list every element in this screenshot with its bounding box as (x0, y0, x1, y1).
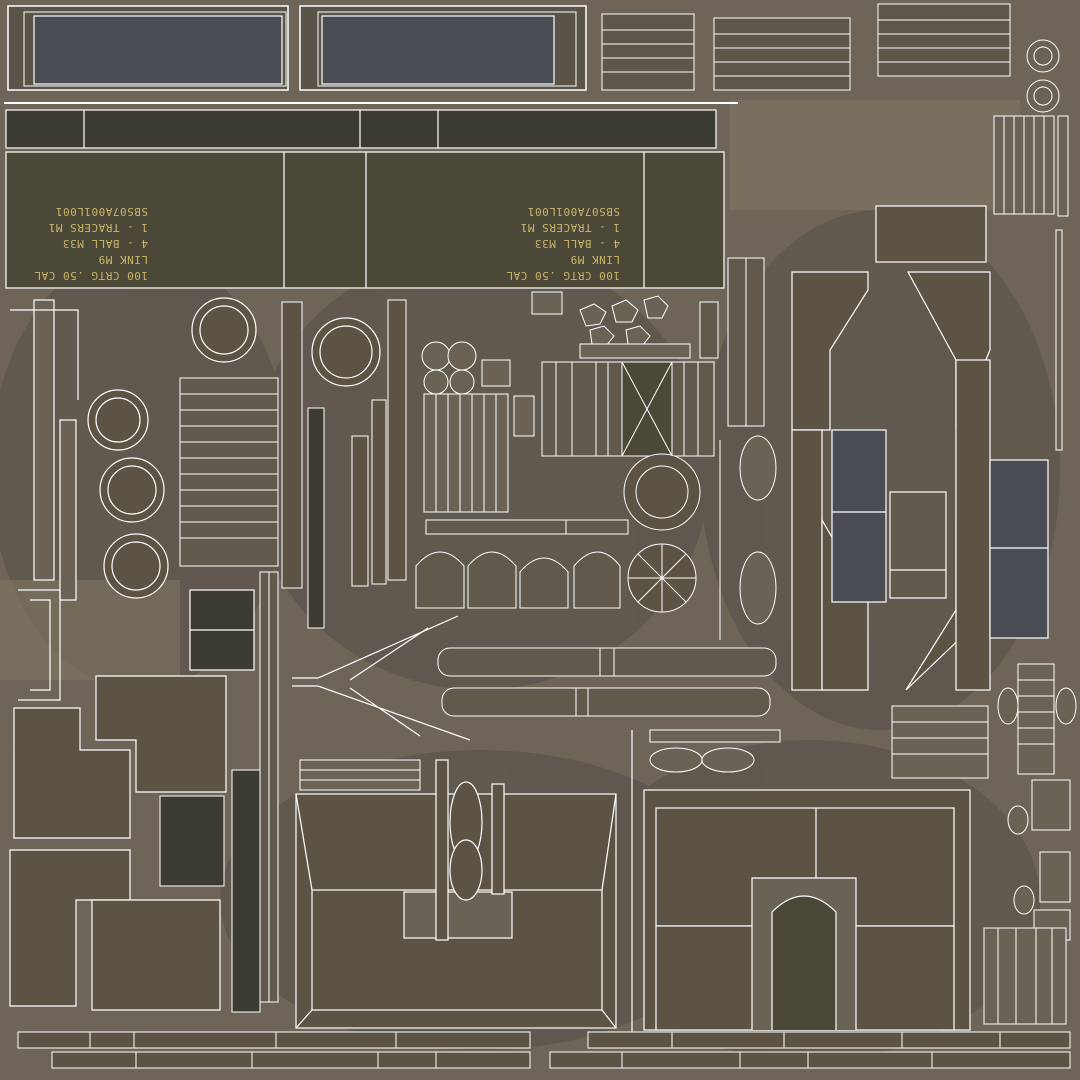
top-striped-block-1 (601, 13, 695, 91)
center-tray (541, 361, 715, 457)
ammo-box-top-strip (5, 109, 717, 149)
center-hex-cluster (579, 295, 691, 359)
top-striped-block-2 (713, 17, 851, 91)
vertical-ladder-strips (281, 299, 407, 629)
bottom-planks-left (17, 1031, 531, 1069)
left-rings (87, 297, 381, 599)
center-round-plates (623, 453, 701, 613)
stencil-line-2: LINK M9 (570, 253, 620, 266)
lower-left-dark-parts (159, 769, 261, 1013)
center-tall-ladder (699, 257, 765, 427)
lower-striped-strip (299, 759, 421, 791)
bottom-planks-right (549, 1031, 1071, 1069)
lower-left-frames (9, 675, 227, 1011)
top-right-rings (1026, 39, 1060, 113)
background-smear (0, 100, 1020, 680)
long-barrel-parts (437, 647, 777, 717)
right-lower-parts (983, 779, 1071, 1025)
ammo-box-side-panel (5, 151, 725, 289)
left-striped-panel (179, 377, 279, 567)
long-thin-rail (259, 571, 279, 1003)
receiver-center-plate (889, 491, 947, 599)
stencil-line-5: SBS07A001L001 (527, 205, 620, 218)
stencil-line-4: 1 - TRACERS M1 (48, 221, 148, 234)
lower-panel-right (631, 730, 971, 1032)
top-window-frame-left (7, 5, 289, 91)
left-bracket (189, 589, 255, 671)
receiver-gray-plates (831, 429, 1049, 639)
small-links (649, 729, 781, 773)
stencil-line-2: LINK M9 (98, 253, 148, 266)
top-striped-block-3 (877, 3, 1011, 77)
center-arch-row (415, 519, 629, 609)
center-small-pods (719, 435, 777, 640)
lower-panel-left (295, 759, 617, 1029)
center-small-grid (421, 291, 563, 513)
stencil-line-4: 1 - TRACERS M1 (520, 221, 620, 234)
stencil-line-1: 100 CRTG .50 CAL (506, 269, 620, 282)
stencil-line-3: 4 - BALL M33 (63, 237, 148, 250)
top-window-frame-right (299, 5, 587, 91)
stencil-line-5: SBS07A001L001 (55, 205, 148, 218)
ammo-stencil-left: 100 CRTG .50 CAL LINK M9 4 - BALL M33 1 … (34, 205, 148, 282)
left-vertical-rail (10, 299, 79, 701)
stencil-line-3: 4 - BALL M33 (535, 237, 620, 250)
right-mid-parts (891, 663, 1077, 779)
handle-bracket (292, 615, 471, 741)
right-vertical-strip (993, 115, 1069, 451)
stencil-line-1: 100 CRTG .50 CAL (34, 269, 148, 282)
ammo-stencil-right: 100 CRTG .50 CAL LINK M9 4 - BALL M33 1 … (506, 205, 620, 282)
